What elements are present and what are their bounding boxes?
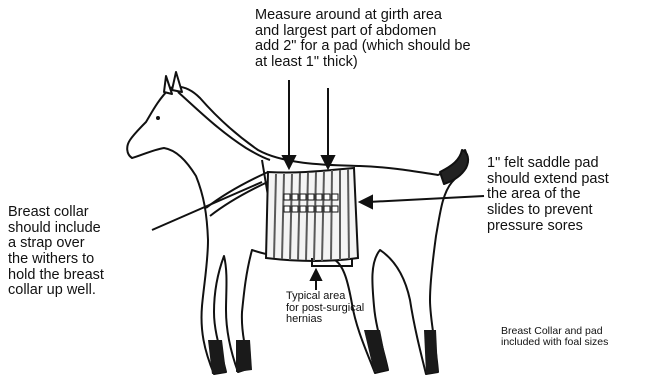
abdominal-band bbox=[266, 168, 358, 261]
girth-measurement-note: Measure around at girth area and largest… bbox=[255, 8, 471, 71]
hernia-area-label: Typical area for post-surgical hernias bbox=[286, 291, 364, 326]
horse-eye bbox=[156, 116, 160, 120]
foal-sizes-note: Breast Collar and pad included with foal… bbox=[501, 326, 608, 348]
saddle-pad-note: 1" felt saddle pad should extend past th… bbox=[487, 156, 609, 234]
breast-collar-note: Breast collar should include a strap ove… bbox=[8, 205, 104, 299]
